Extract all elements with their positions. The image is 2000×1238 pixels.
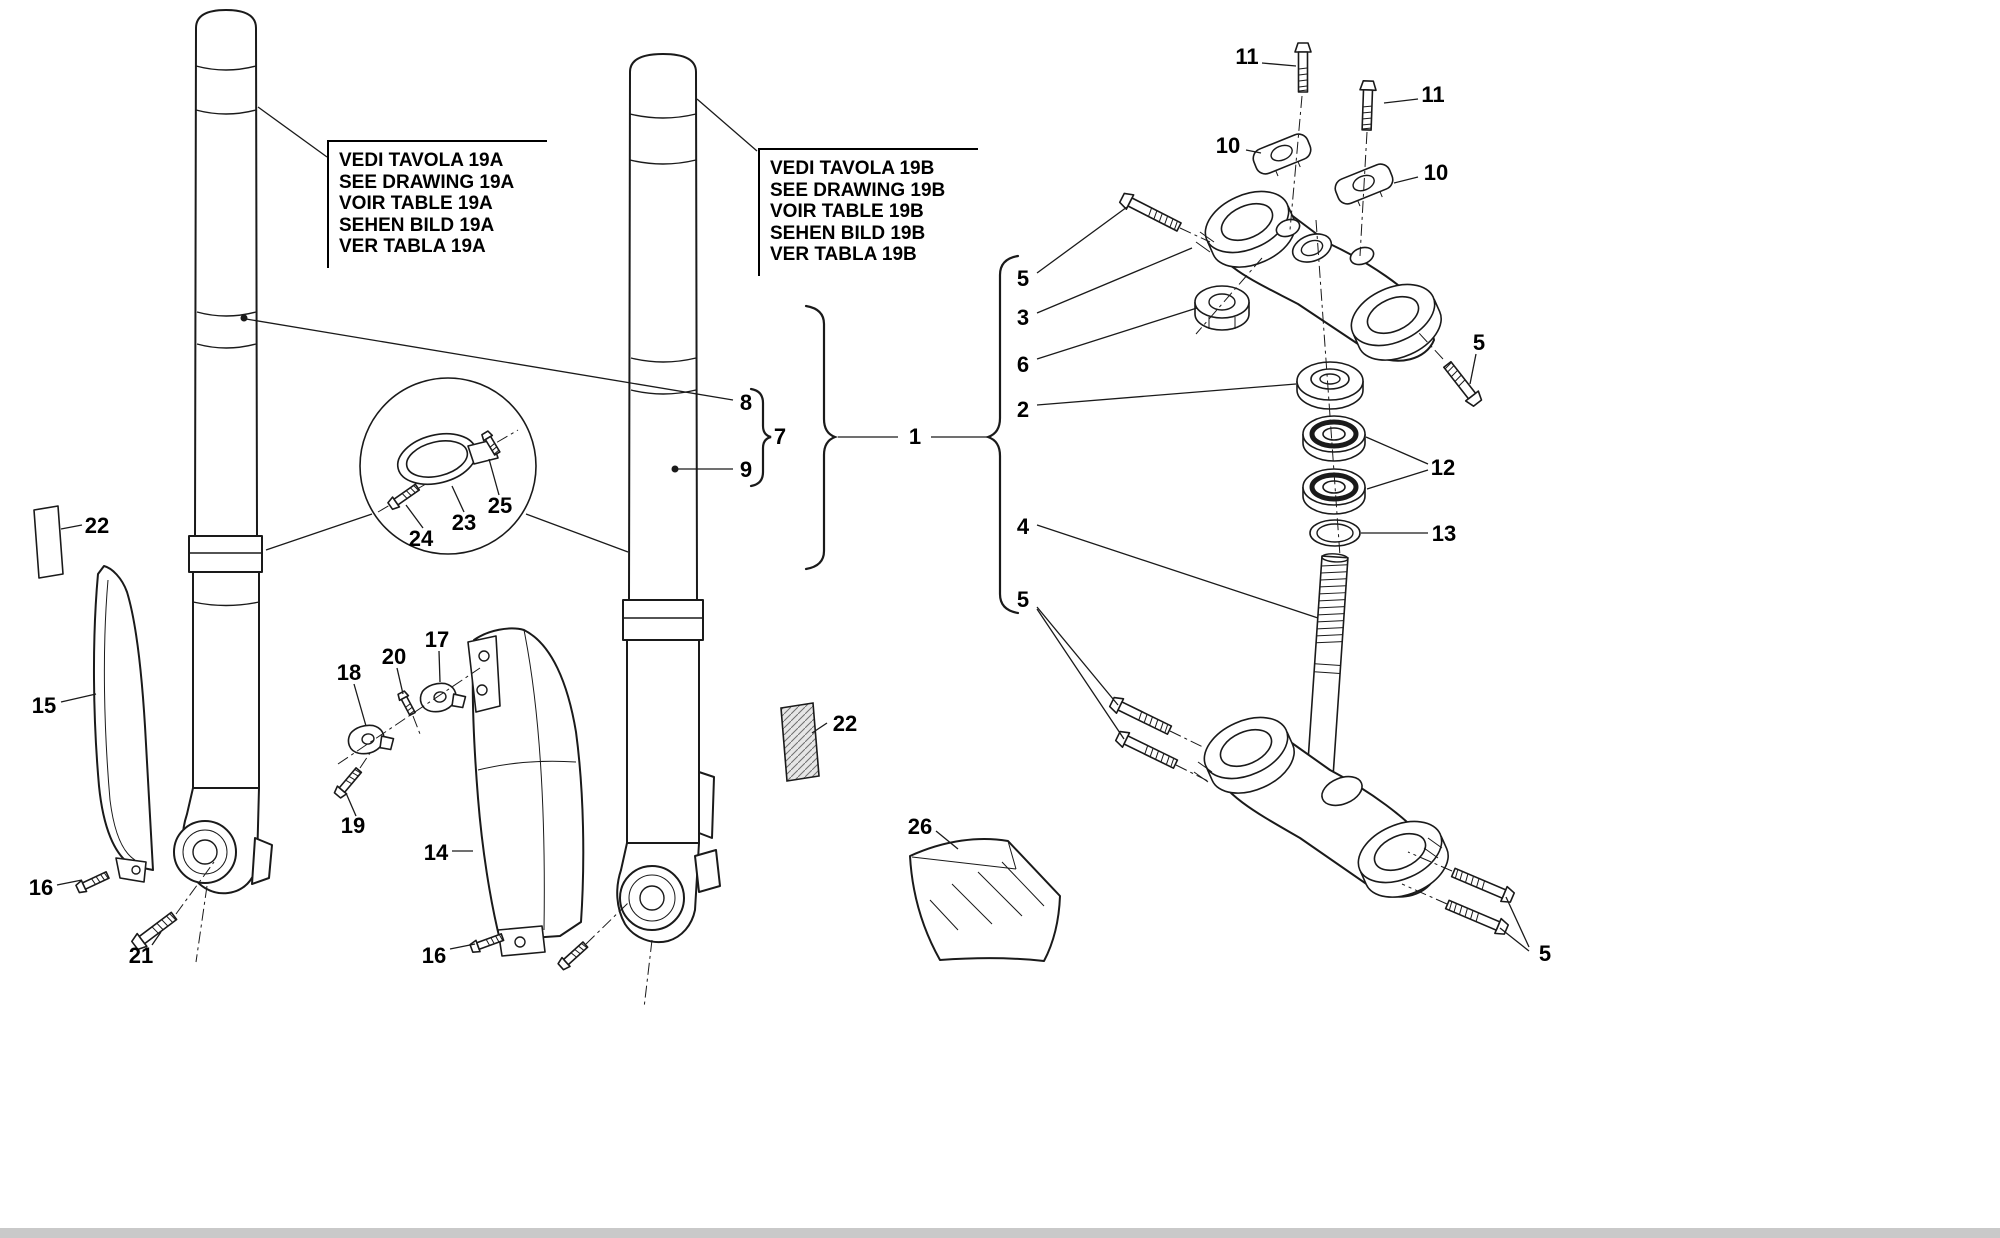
bolt-5-upper-left (1117, 189, 1184, 235)
bearing-upper-12 (1303, 416, 1365, 461)
right-fork-tube (622, 53, 715, 844)
page-footer-strip (0, 1228, 2000, 1238)
screw-axle (555, 939, 591, 972)
grouping-braces (749, 254, 1020, 615)
note-line: VOIR TABLE 19A (339, 193, 493, 214)
callout-11-a: 11 (1235, 44, 1259, 69)
note-line: SEHEN BILD 19A (339, 214, 495, 236)
callout-16-a: 16 (28, 875, 54, 900)
callout-18: 18 (336, 660, 362, 685)
detail-view-circle (265, 377, 629, 555)
callout-10-b: 10 (1423, 160, 1449, 185)
fork-guard-left-15 (92, 565, 154, 883)
callout-24: 24 (408, 526, 434, 551)
callout-4: 4 (1016, 514, 1030, 539)
callout-22-a: 22 (84, 513, 110, 538)
callout-23: 23 (451, 510, 477, 535)
callout-12: 12 (1430, 455, 1456, 480)
callout-16-b: 16 (421, 943, 447, 968)
bolt-5-lower-left-b (1113, 728, 1180, 773)
callout-14: 14 (423, 840, 449, 865)
steering-nut-6 (1194, 285, 1250, 331)
note-line: VER TABLA 19B (770, 244, 917, 265)
screw-20 (395, 689, 418, 718)
parts-bag-26 (909, 837, 1061, 962)
dust-cover-2 (1296, 361, 1364, 410)
screw-16-center (468, 930, 506, 955)
bolt-5-lower-right-b (1443, 896, 1511, 938)
callout-20: 20 (381, 644, 407, 669)
bolt-11-b (1357, 79, 1378, 132)
note-line: SEHEN BILD 19B (770, 222, 926, 244)
right-fork-foot (616, 842, 721, 943)
note-line: VEDI TAVOLA 19A (339, 150, 504, 171)
callout-26: 26 (907, 814, 933, 839)
left-fork-tube (188, 9, 263, 789)
clamp-bolt-24 (386, 481, 422, 512)
callout-5-c: 5 (1016, 587, 1030, 612)
left-fork-foot (173, 787, 273, 895)
callout-2: 2 (1016, 397, 1030, 422)
guide-clamp-17 (417, 677, 469, 717)
callout-25: 25 (487, 493, 513, 518)
callout-10-a: 10 (1215, 133, 1241, 158)
note-see-drawing-19b: VEDI TAVOLA 19B SEE DRAWING 19B VOIR TAB… (758, 148, 978, 276)
leader-lines (56, 62, 1530, 952)
callout-1: 1 (908, 424, 922, 449)
callout-6: 6 (1016, 352, 1030, 377)
callout-5-d: 5 (1538, 941, 1552, 966)
callout-8: 8 (739, 390, 753, 415)
sticker-22-left (33, 505, 64, 579)
callout-9: 9 (739, 457, 753, 482)
steering-stem-4 (1305, 553, 1349, 797)
callout-13: 13 (1431, 521, 1457, 546)
upper-triple-clamp (1195, 178, 1452, 373)
note-line: SEE DRAWING 19A (339, 171, 515, 193)
bolt-5-upper-right (1440, 358, 1485, 409)
note-line: SEE DRAWING 19B (770, 179, 946, 201)
center-axes (175, 95, 1453, 1009)
handlebar-clamp-10-b (1331, 160, 1399, 214)
callout-15: 15 (31, 693, 57, 718)
note-see-drawing-19a: VEDI TAVOLA 19A SEE DRAWING 19A VOIR TAB… (327, 140, 547, 268)
callout-5-b: 5 (1472, 330, 1486, 355)
bolt-5-lower-right-a (1449, 864, 1517, 906)
bolt-11-a (1294, 42, 1312, 93)
callout-22-b: 22 (832, 711, 858, 736)
callout-11-b: 11 (1421, 82, 1445, 107)
screw-16-left (74, 868, 111, 896)
callout-3: 3 (1016, 305, 1030, 330)
fork-guard-right-14 (467, 627, 585, 957)
screw-19 (332, 765, 365, 801)
note-line: VEDI TAVOLA 19B (770, 158, 935, 179)
callout-7: 7 (773, 424, 787, 449)
seal-ring-13 (1309, 519, 1361, 547)
callout-21: 21 (128, 943, 154, 968)
callout-5-a: 5 (1016, 266, 1030, 291)
callout-19: 19 (340, 813, 366, 838)
handlebar-clamp-10-a (1249, 130, 1317, 184)
note-line: VER TABLA 19A (339, 236, 486, 257)
guide-clamp-18 (345, 719, 397, 759)
tube-clamp-ring-23 (396, 432, 478, 486)
callout-17: 17 (424, 627, 450, 652)
note-line: VOIR TABLE 19B (770, 201, 924, 222)
sticker-22-right (780, 702, 820, 782)
